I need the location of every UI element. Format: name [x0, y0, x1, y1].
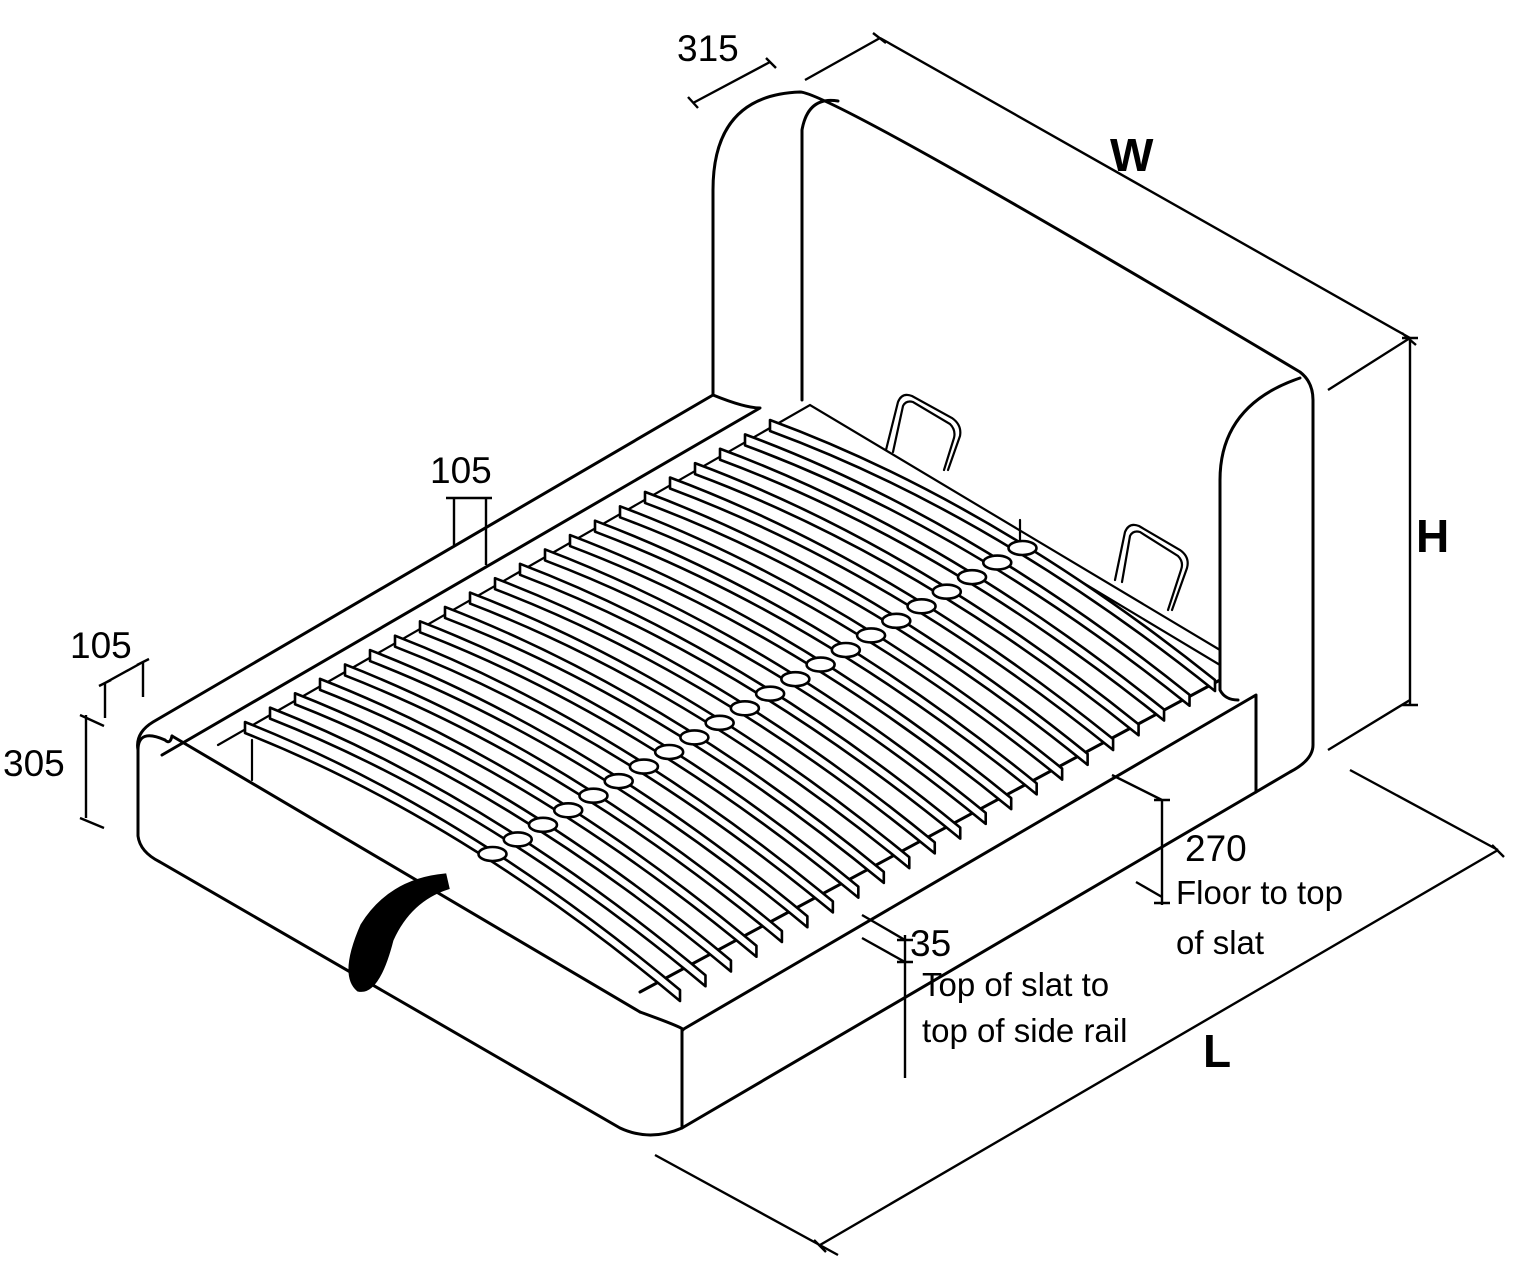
slat-holder	[704, 714, 735, 732]
dim-floor-slat	[1111, 773, 1170, 905]
slat	[693, 461, 1140, 737]
dim-post-corner	[98, 657, 150, 718]
slat-group	[243, 418, 1217, 1003]
slat	[268, 706, 707, 988]
label-slat-rail-line1: Top of slat to	[922, 966, 1110, 1003]
slat-holder	[628, 758, 660, 775]
headboard-inner-edge	[800, 98, 840, 402]
slat	[643, 490, 1089, 767]
slat	[243, 720, 682, 1003]
slat	[493, 576, 937, 855]
left-rail-inner-top	[170, 734, 642, 1014]
slat-holder	[729, 699, 761, 717]
label-wing-depth: 315	[677, 28, 739, 69]
slat	[468, 591, 911, 870]
corner-curve	[136, 734, 174, 752]
slat	[518, 562, 962, 840]
dim-wing-depth	[687, 57, 777, 109]
slat	[718, 447, 1166, 722]
slat	[568, 533, 1013, 811]
slat-holder	[981, 554, 1013, 571]
slat-holder	[603, 772, 634, 790]
slat-holder	[477, 845, 508, 863]
slat	[293, 691, 733, 973]
slat	[318, 677, 758, 959]
slat	[593, 519, 1038, 796]
label-length: L	[1203, 1025, 1232, 1077]
headboard-outline	[711, 90, 1315, 794]
slat-holder	[527, 816, 559, 834]
slat-holder	[552, 801, 584, 819]
dim-slat-rail	[861, 913, 913, 1078]
slat-holder	[1007, 539, 1038, 557]
slat	[343, 663, 784, 944]
dim-length	[654, 768, 1505, 1257]
dim-rail-height	[79, 713, 105, 830]
slat-holder	[780, 670, 811, 688]
slat	[368, 648, 809, 929]
slat-holder	[578, 787, 609, 805]
slat-holder	[956, 568, 988, 586]
slat-holder	[830, 641, 862, 659]
label-width: W	[1110, 129, 1154, 181]
label-floor-slat-line1: Floor to top	[1176, 874, 1343, 911]
dim-height	[1327, 336, 1418, 752]
label-floor-slat-value: 270	[1185, 828, 1247, 869]
lift-handle-right	[1113, 523, 1189, 612]
slat-holder	[653, 743, 685, 761]
label-post-top: 105	[430, 450, 492, 491]
left-rail-top-edge	[160, 393, 762, 757]
slat	[768, 418, 1217, 693]
slat-holder	[931, 583, 963, 601]
label-post-corner: 105	[70, 625, 132, 666]
slat	[418, 620, 860, 899]
lift-handle-left	[884, 393, 962, 472]
slat-holder	[679, 729, 710, 746]
label-rail-height: 305	[3, 743, 65, 784]
headboard-wing	[1218, 376, 1302, 702]
slat-holder	[805, 656, 836, 673]
label-slat-rail-line2: top of side rail	[922, 1012, 1128, 1049]
label-height: H	[1416, 510, 1450, 562]
slat	[743, 433, 1191, 708]
pull-strap	[348, 873, 450, 992]
slat	[443, 605, 886, 885]
slat	[543, 548, 988, 826]
left-rail-outline	[136, 393, 715, 1137]
slat-holder	[754, 685, 786, 703]
dim-post-top	[446, 496, 492, 565]
slat-holder	[881, 612, 912, 630]
slat	[618, 504, 1064, 781]
slat-holder	[502, 831, 534, 848]
slat-holder	[906, 597, 937, 615]
foot-rail-outline	[638, 693, 1258, 1130]
slat	[668, 476, 1115, 752]
label-floor-slat-line2: of slat	[1176, 924, 1265, 961]
slat	[393, 634, 835, 914]
dim-width	[804, 32, 1417, 346]
label-slat-rail-value: 35	[910, 923, 952, 964]
slat-holder	[855, 627, 887, 644]
